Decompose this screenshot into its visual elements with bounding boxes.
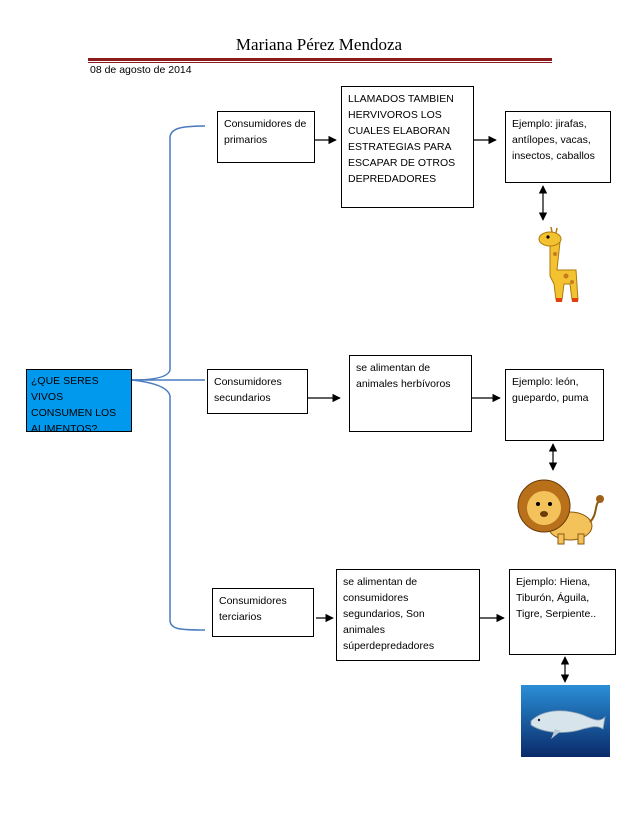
example-secondary: Ejemplo: león, guepardo, puma <box>505 369 604 441</box>
question-box: ¿QUE SERES VIVOS CONSUMEN LOS ALIMENTOS? <box>26 369 132 435</box>
header-rule-thin <box>88 62 552 63</box>
arrows <box>308 135 570 683</box>
example-primary: Ejemplo: jirafas, antílopes, vacas, inse… <box>505 111 611 183</box>
header-rule <box>88 58 552 61</box>
example-tertiary: Ejemplo: Hiena, Tiburón, Águila, Tigre, … <box>509 569 616 655</box>
description-secondary: se alimentan de animales herbívoros <box>349 355 472 432</box>
description-primary: LLAMADOS TAMBIEN HERVIVOROS LOS CUALES E… <box>341 86 474 208</box>
brace <box>131 125 206 631</box>
category-primary: Consumidores de primarios <box>217 111 315 163</box>
description-tertiary: se alimentan de consumidores segundarios… <box>336 569 480 661</box>
category-secondary: Consumidores secundarios <box>207 369 308 414</box>
date-label: 08 de agosto de 2014 <box>90 64 192 76</box>
author-title: Mariana Pérez Mendoza <box>235 35 403 54</box>
giraffe-image <box>538 226 579 302</box>
whale-image <box>521 685 610 757</box>
lion-image <box>517 479 604 545</box>
category-tertiary: Consumidores terciarios <box>212 588 314 637</box>
